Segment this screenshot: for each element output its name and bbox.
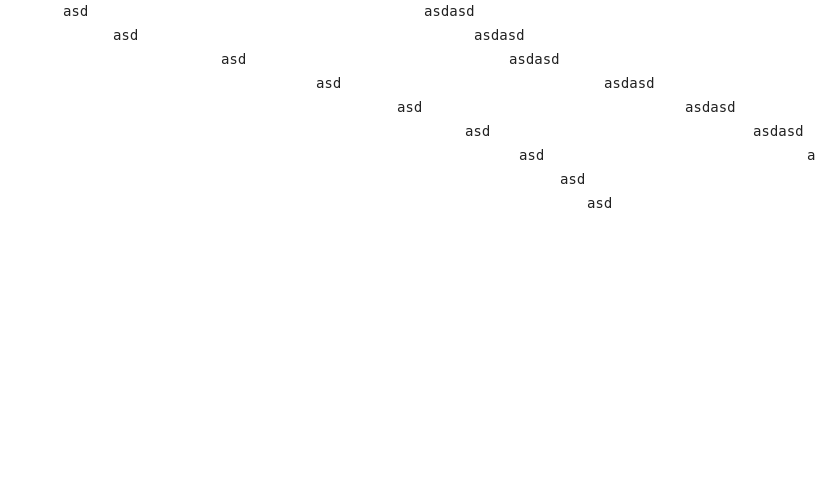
text-fragment-right: asdasd — [604, 76, 655, 92]
text-fragment-left: asd — [221, 52, 247, 68]
text-fragment-right: asdasd — [424, 4, 475, 20]
text-fragment-left: asd — [560, 172, 586, 188]
text-line-2: asd asdasd — [0, 24, 525, 48]
text-line-4: asd asdasd — [0, 72, 655, 96]
text-fragment-left: asd — [397, 100, 423, 116]
text-fragment-left: asd — [465, 124, 491, 140]
text-fragment-right: a — [807, 148, 816, 164]
text-fragment-right: asdasd — [753, 124, 804, 140]
text-fragment-right: asdasd — [509, 52, 560, 68]
text-fragment-left: asd — [113, 28, 139, 44]
text-fragment-right: asdasd — [474, 28, 525, 44]
text-fragment-left: asd — [519, 148, 545, 164]
text-fragment-right: asdasd — [685, 100, 736, 116]
text-line-6: asd asdasd — [0, 120, 804, 144]
text-line-9: asd — [0, 192, 612, 216]
text-line-3: asd asdasd — [0, 48, 560, 72]
text-fragment-left: asd — [63, 4, 89, 20]
text-fragment-left: asd — [316, 76, 342, 92]
text-fragment-left: asd — [587, 196, 613, 212]
text-line-8: asd — [0, 168, 585, 192]
text-line-5: asd asdasd — [0, 96, 736, 120]
text-line-7: asd a — [0, 144, 815, 168]
text-line-1: asd asdasd — [0, 0, 475, 24]
